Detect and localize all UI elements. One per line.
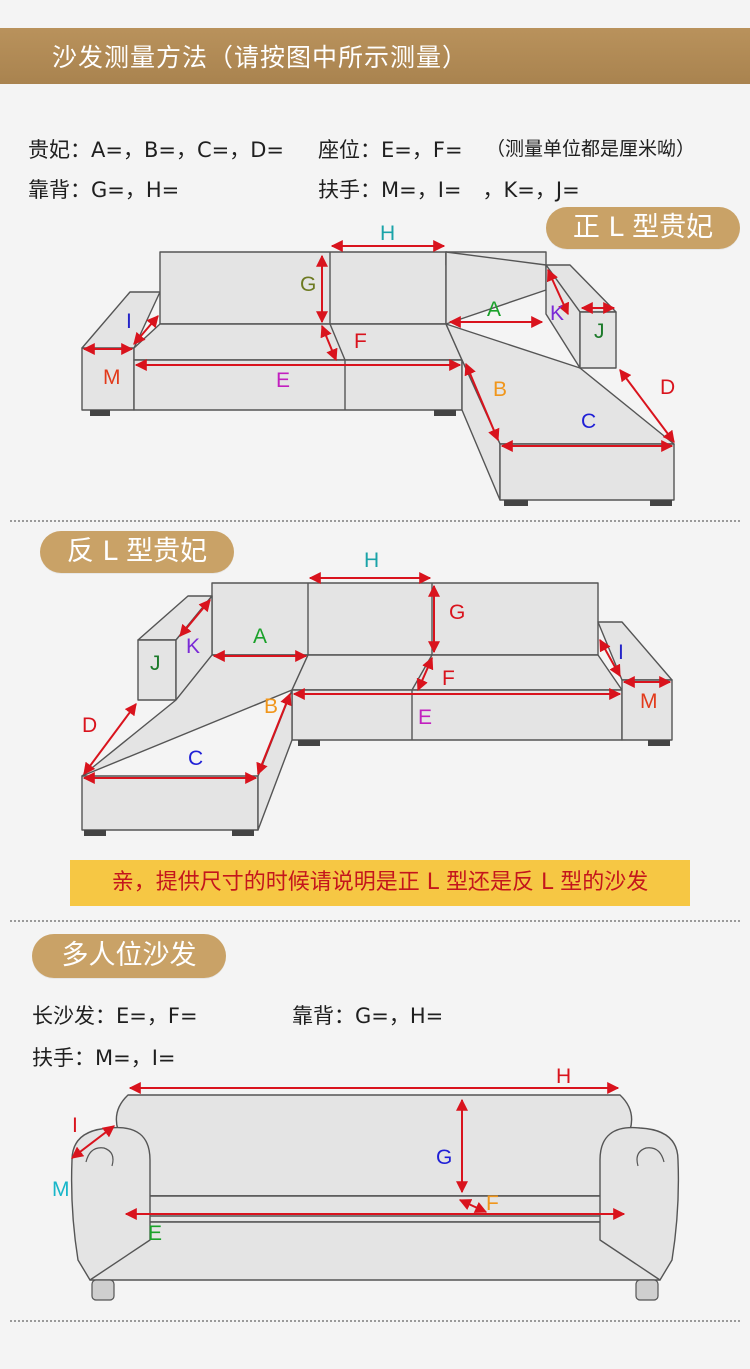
- label-m-3: M: [52, 1178, 70, 1201]
- badge-multi-seat: 多人位沙发: [32, 934, 226, 978]
- label-f-3: F: [486, 1192, 499, 1215]
- section-divider-3: [10, 1320, 740, 1322]
- section-divider-2: [10, 920, 740, 922]
- unit-note: （测量单位都是厘米呦）: [486, 138, 696, 160]
- header-bar: [0, 28, 750, 84]
- diagram-multi-seat-sofa: H G F E I M: [52, 1065, 680, 1301]
- diagram-left-l-sofa: H G F E A B C D K J I M: [81, 549, 673, 836]
- sofa-body-1: [81, 251, 675, 501]
- sofa-body-2: [81, 582, 673, 831]
- arrows-2: [82, 572, 672, 784]
- sofa-legs-2: [84, 740, 670, 836]
- label-g-3: G: [436, 1146, 452, 1169]
- backrest-measurements-3: 靠背：G=，H=: [292, 1004, 444, 1028]
- label-i: I: [126, 310, 132, 333]
- page-title: 沙发测量方法（请按图中所示测量）: [52, 43, 469, 72]
- chaise-measurements: 贵妃：A=，B=，C=，D=: [28, 138, 284, 162]
- label-c-2: C: [188, 747, 203, 770]
- label-e-3: E: [148, 1222, 162, 1245]
- label-c: C: [581, 410, 596, 433]
- label-h-3: H: [556, 1065, 571, 1088]
- label-m-2: M: [640, 690, 658, 713]
- label-h-2: H: [364, 549, 379, 572]
- label-k: K: [550, 302, 564, 325]
- section-divider: [10, 520, 740, 522]
- notice-banner: 亲，提供尺寸的时候请说明是正 L 型还是反 L 型的沙发: [70, 860, 690, 906]
- label-i-2: I: [618, 641, 624, 664]
- long-sofa-measurements: 长沙发：E=，F=: [32, 1004, 198, 1028]
- label-a-2: A: [253, 625, 267, 648]
- label-k-2: K: [186, 635, 200, 658]
- arrows-1: [82, 240, 675, 452]
- label-d: D: [660, 376, 675, 399]
- label-e: E: [276, 369, 290, 392]
- sofa-legs-3: [91, 1279, 659, 1301]
- sofa-body-3: [70, 1094, 680, 1281]
- badge-right-l-chaise: 正 L 型贵妃: [546, 207, 740, 249]
- label-f: F: [354, 330, 367, 353]
- label-b-2: B: [264, 695, 278, 718]
- label-h: H: [380, 222, 395, 245]
- label-a: A: [487, 298, 501, 321]
- label-j: J: [594, 320, 605, 343]
- label-i-3: I: [72, 1114, 78, 1137]
- armrest-measurements-3: 扶手：M=，I=: [32, 1046, 176, 1070]
- label-m: M: [103, 366, 121, 389]
- sofa-legs-1: [90, 410, 672, 506]
- label-d-2: D: [82, 714, 97, 737]
- label-b: B: [493, 378, 507, 401]
- seat-measurements: 座位：E=，F=: [318, 138, 463, 162]
- label-g: G: [300, 273, 316, 296]
- diagram-right-l-sofa: H G F E A B C D K J I M: [81, 222, 675, 506]
- label-f-2: F: [442, 667, 455, 690]
- label-g-2: G: [449, 601, 465, 624]
- backrest-measurements: 靠背：G=，H=: [28, 178, 180, 202]
- badge-left-l-chaise: 反 L 型贵妃: [40, 531, 234, 573]
- armrest-measurements: 扶手：M=，I= ，K=，J=: [318, 178, 580, 202]
- arrows-3: [71, 1082, 626, 1220]
- label-j-2: J: [150, 652, 161, 675]
- label-e-2: E: [418, 706, 432, 729]
